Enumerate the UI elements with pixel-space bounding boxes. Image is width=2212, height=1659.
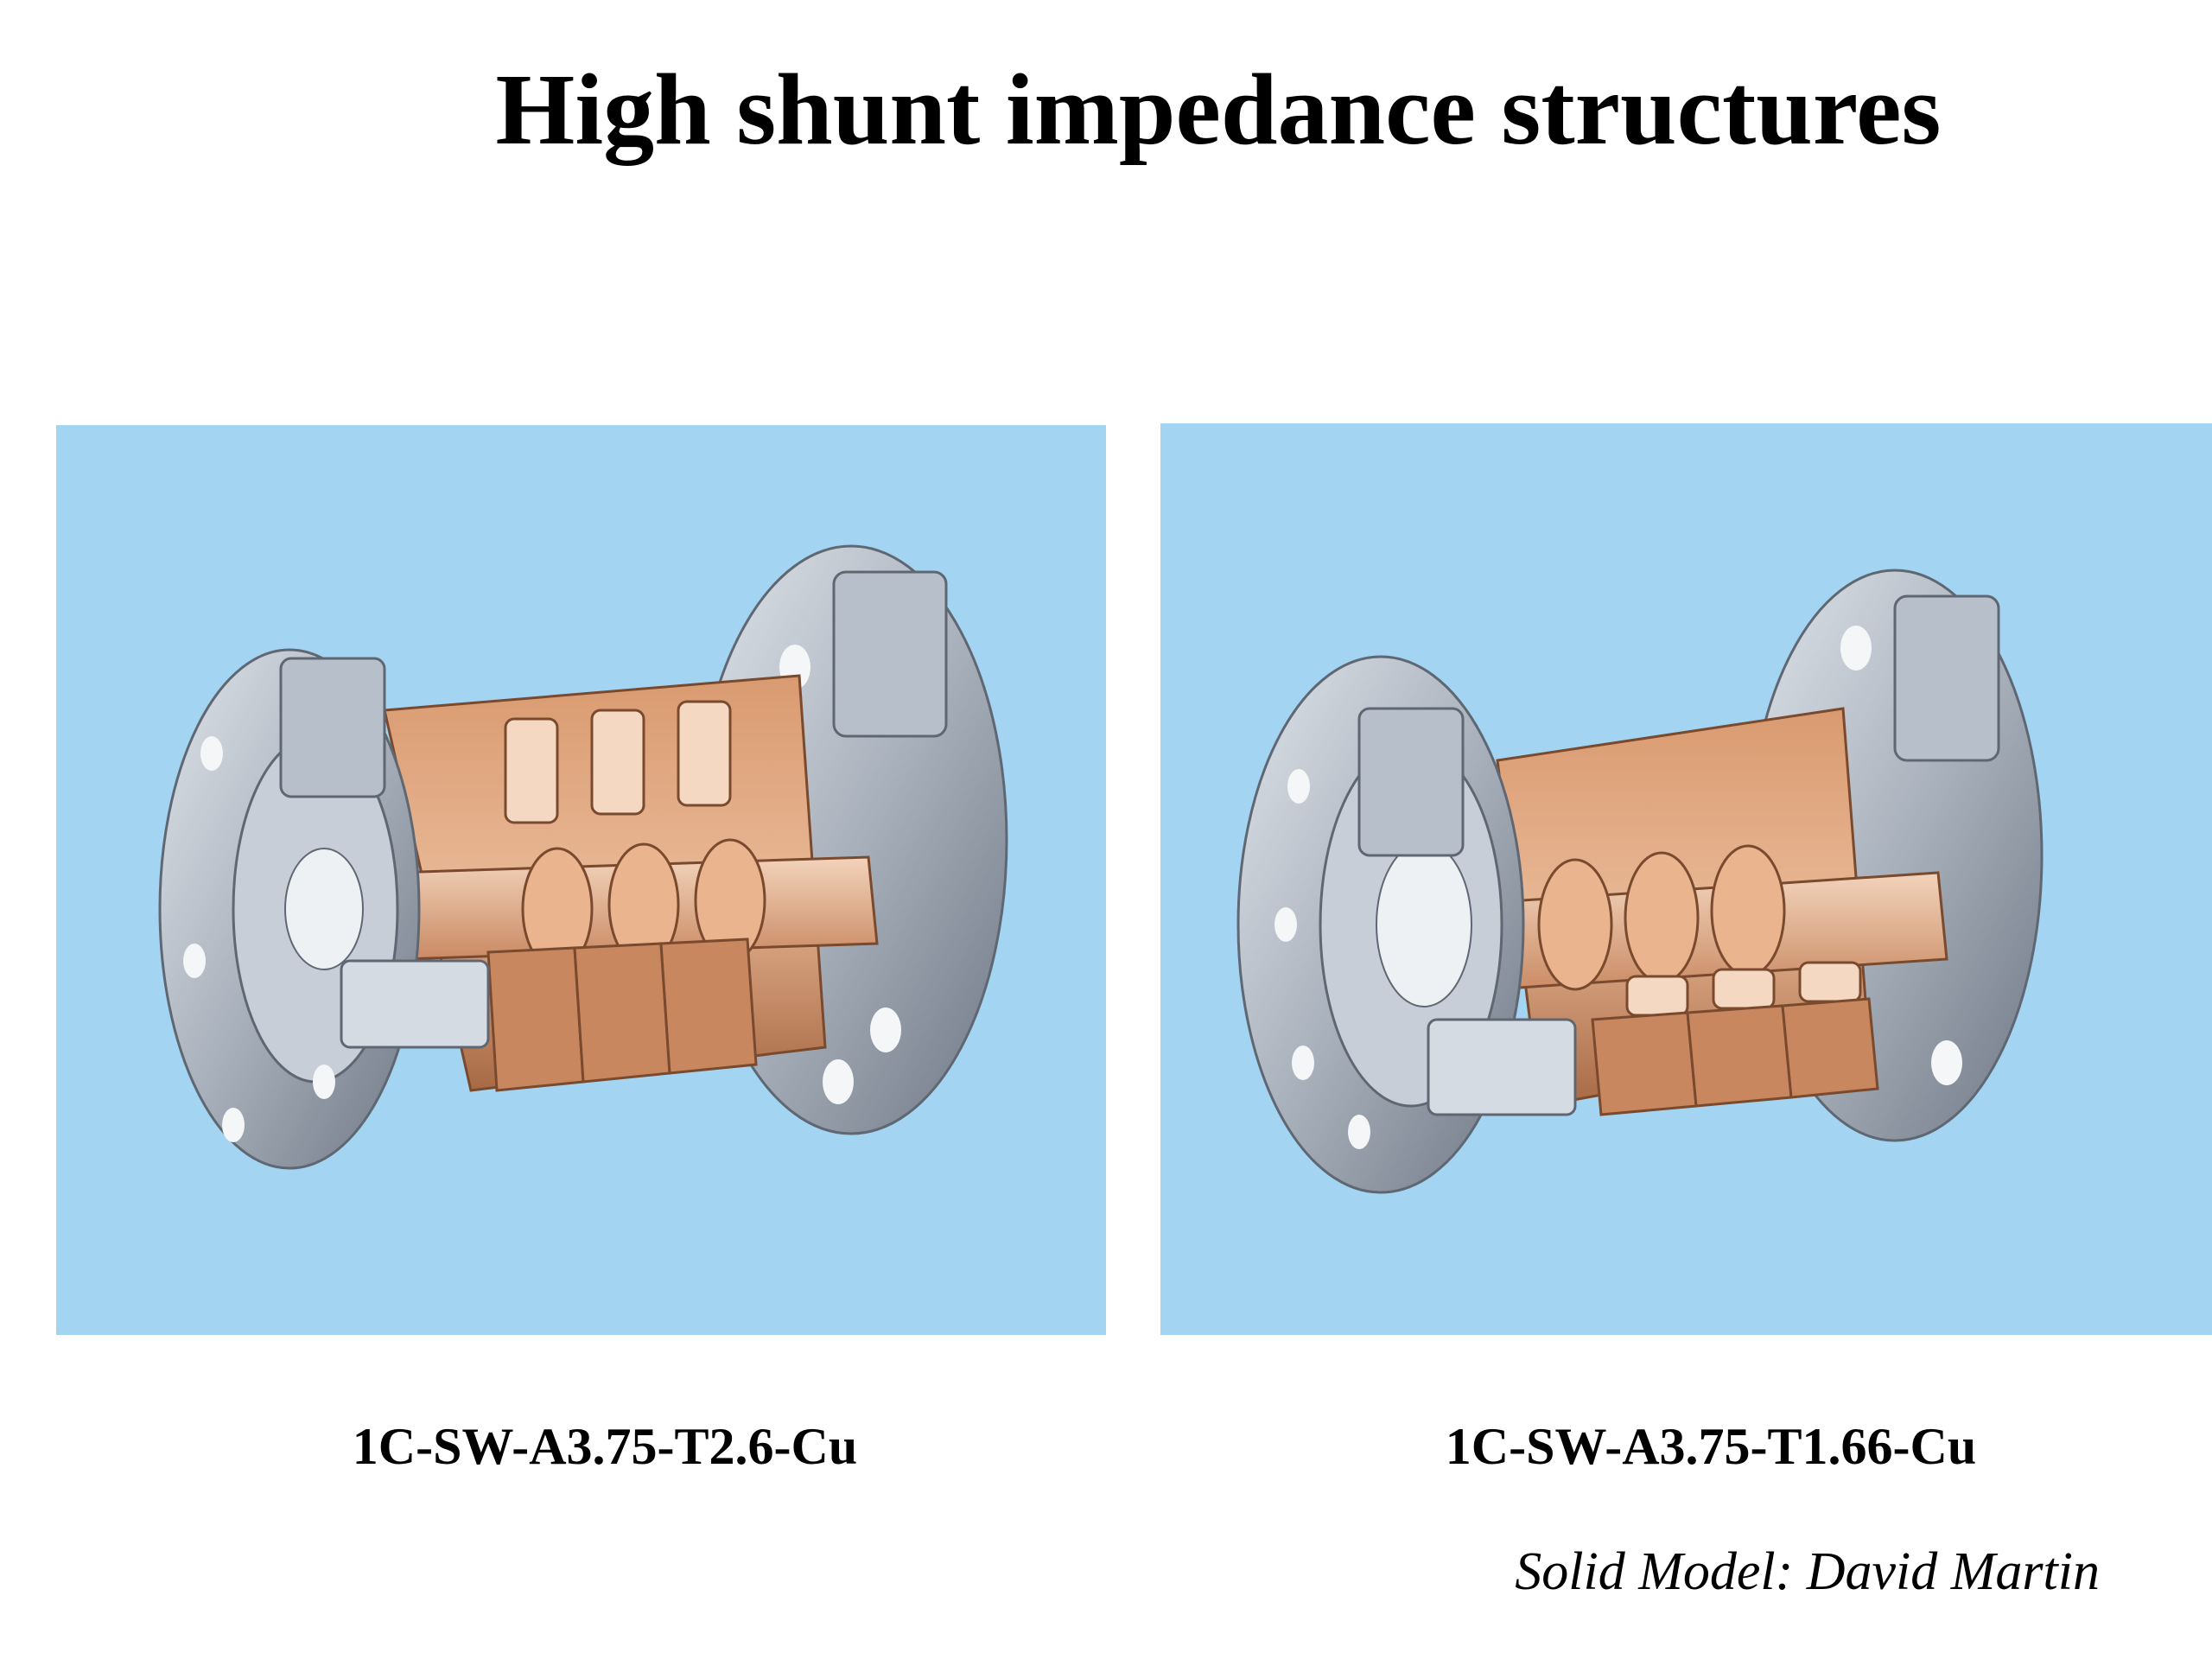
model-caption-right: 1C-SW-A3.75-T1.66-Cu [1445,1418,1977,1475]
cutaway-render-left [158,544,1008,1170]
slide-title: High shunt impedance structures [495,53,1942,166]
model-image-right [1160,423,2212,1335]
model-caption-left: 1C-SW-A3.75-T2.6-Cu [352,1418,858,1475]
model-image-left [56,425,1106,1335]
model-credit: Solid Model: David Martin [1515,1542,2100,1601]
cutaway-render-right [1236,569,2044,1194]
